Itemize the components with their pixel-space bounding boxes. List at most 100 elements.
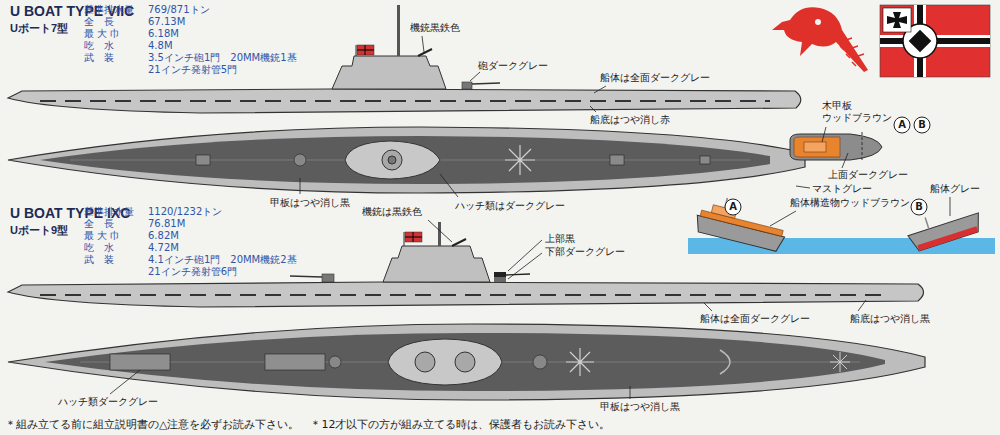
- hatch: [610, 155, 624, 165]
- spec-text: 4.72M: [148, 242, 179, 254]
- deck-gun-barrel: [472, 83, 500, 84]
- leader-line: [110, 370, 140, 394]
- callout-circle: [894, 117, 910, 133]
- leader-line: [594, 86, 606, 93]
- spec-text: 6.82M: [148, 230, 179, 242]
- color-note: 砲ダークグレー: [478, 60, 548, 72]
- spec-text: 4.1インチ砲1門 20MM機銃2基: [148, 254, 297, 266]
- leader-line: [508, 253, 542, 279]
- sawfish-eye: [815, 19, 821, 25]
- hatch-strip: [265, 354, 325, 370]
- leader-line: [630, 386, 631, 399]
- color-note: 船底はつや消し赤: [590, 114, 670, 126]
- leader-line: [440, 174, 458, 197]
- color-note: ハッチ類ダークグレー: [58, 396, 158, 408]
- leader-line: [470, 72, 480, 81]
- tower-hatch: [388, 156, 396, 164]
- aa-gun: [452, 239, 466, 246]
- aft-gun: [494, 272, 506, 277]
- spec-text: 3.5インチ砲1門 20MM機銃1基: [148, 52, 297, 64]
- color-note: 船底はつや消し黒: [850, 313, 930, 325]
- tower-hatch: [415, 352, 435, 372]
- spec-text: 武 装: [84, 254, 114, 266]
- spec-text: 4.8M: [148, 40, 173, 52]
- limber-holes: [40, 100, 770, 102]
- spec-text: 吃 水: [84, 40, 114, 52]
- deck-gun: [462, 82, 472, 89]
- deck-gun-top: [294, 154, 306, 166]
- leader-line: [590, 106, 596, 112]
- ensign-canton: [883, 8, 911, 32]
- color-note: 船体構造物ウッドブラウン: [790, 197, 910, 209]
- ensign-diamond: [909, 30, 932, 53]
- deck: [45, 333, 885, 391]
- color-note: 甲板はつや消し黒: [600, 401, 680, 413]
- spec-text: 全 長: [84, 16, 114, 28]
- ship-title: Uボート9型: [10, 224, 68, 237]
- saw-teeth: [840, 38, 864, 66]
- deck-fitting: [720, 350, 730, 374]
- hatch-strip: [110, 354, 170, 370]
- leader-line: [428, 220, 452, 242]
- leader-line: [858, 300, 866, 311]
- boat-a-deck: [700, 210, 783, 236]
- hatch: [700, 156, 710, 164]
- tower-hatch: [382, 150, 402, 170]
- spec-text: 1120/1232トン: [148, 206, 222, 218]
- ship-title: Uボート7型: [10, 22, 68, 35]
- hatch: [196, 155, 210, 165]
- boat-b-hull: [908, 213, 984, 253]
- aft-gun: [494, 277, 506, 282]
- callout-circle: [911, 199, 927, 215]
- leader-line: [950, 197, 951, 216]
- hull-side: [8, 89, 801, 113]
- periscope: [438, 222, 441, 246]
- spec-text: 21インチ発射管5門: [148, 64, 237, 76]
- spec-text: 67.13M: [148, 16, 185, 28]
- spec-text: 武 装: [84, 52, 114, 64]
- callout-circle: [914, 117, 930, 133]
- hull-top: [8, 127, 805, 193]
- color-note: 船体は全面ダークグレー: [700, 313, 810, 325]
- hull-side: [8, 282, 924, 307]
- color-note: 機銃黒鉄色: [410, 22, 460, 34]
- spec-text: 基準排水量: [84, 4, 134, 16]
- color-note: 上部黒: [545, 233, 575, 245]
- color-note: ハッチ類はダークグレー: [455, 200, 565, 212]
- leader-line: [770, 211, 796, 226]
- vent-grating: [566, 348, 594, 376]
- flag-staff: [404, 232, 405, 246]
- color-note: 木甲板 ウッドブラウン: [822, 100, 896, 124]
- callout-letter: A: [726, 200, 740, 214]
- leader-line: [704, 303, 712, 311]
- iron-cross: [887, 12, 907, 28]
- limber-holes: [40, 294, 890, 296]
- tower-top: [388, 339, 502, 385]
- tower-top: [345, 141, 440, 179]
- deck: [40, 136, 770, 184]
- callout-letter: A: [895, 118, 909, 132]
- spec-text: 769/871トン: [148, 4, 210, 16]
- leader-lines: [110, 36, 950, 399]
- war-ensign: [880, 5, 990, 77]
- color-note: 上面ダークグレー: [828, 169, 908, 181]
- leader-line: [842, 153, 848, 168]
- spec-text: 基準排水量: [84, 206, 134, 218]
- callout-circle: [725, 199, 741, 215]
- callout-letter: B: [915, 118, 929, 132]
- boat-cabin: [804, 142, 826, 152]
- leader-line: [822, 127, 826, 142]
- ensign: [405, 232, 422, 242]
- color-note: 船体グレー: [930, 183, 980, 195]
- ensign-cross: [412, 232, 413, 242]
- boat-b-keel: [917, 226, 978, 251]
- sawfish-emblem: [772, 7, 868, 72]
- spec-text: 最 大 巾: [84, 28, 120, 40]
- spec-text: 吃 水: [84, 242, 114, 254]
- aft-gun-top: [533, 355, 547, 369]
- aa-gun: [418, 49, 432, 56]
- leader-line: [796, 186, 810, 188]
- boat-wood-deck: [794, 137, 840, 157]
- color-note: マストグレー: [812, 183, 872, 195]
